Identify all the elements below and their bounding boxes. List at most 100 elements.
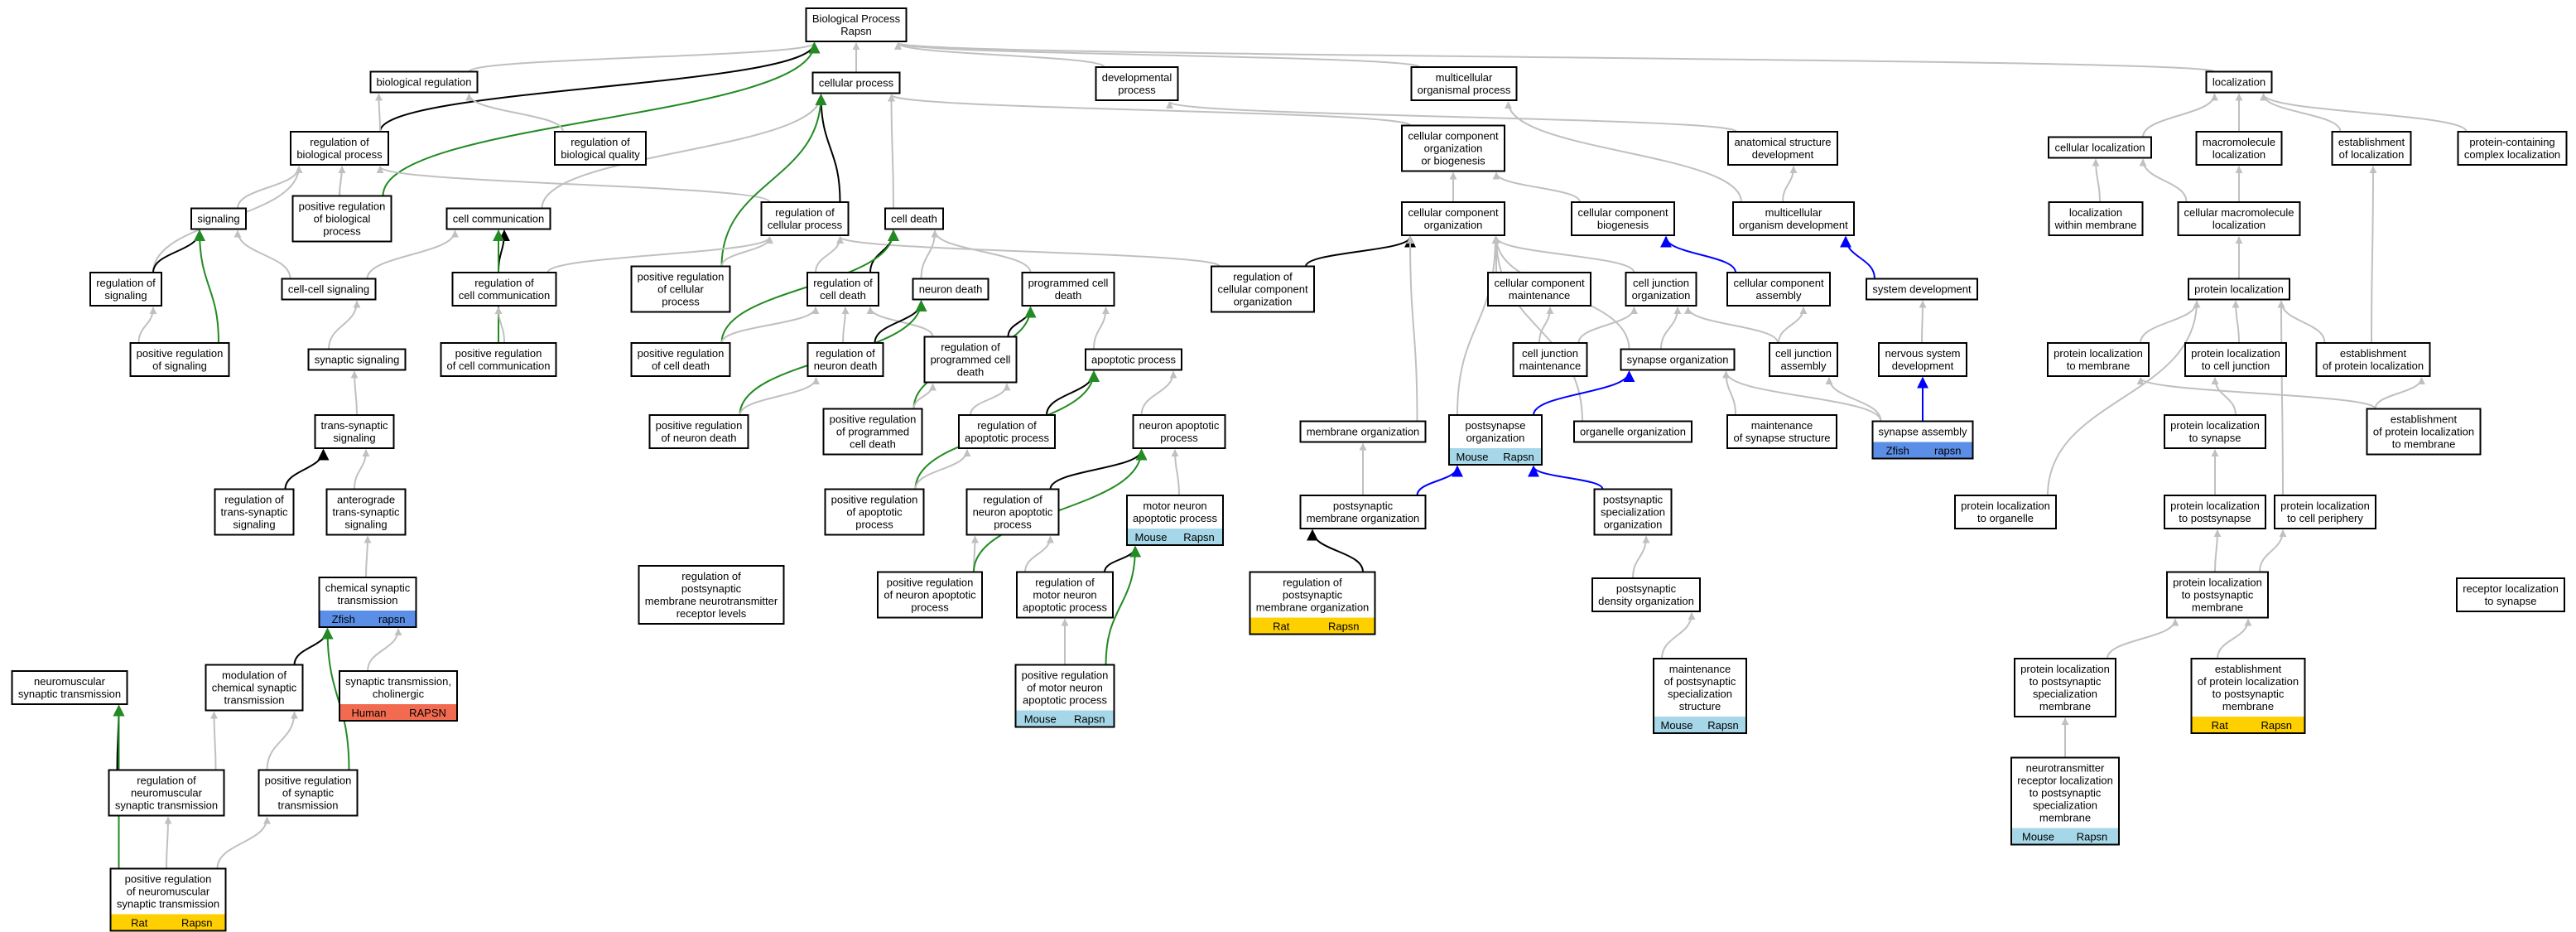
term-label-line: of synaptic (282, 787, 335, 799)
relation-edge (1024, 535, 1054, 572)
term-outline (1014, 664, 1115, 728)
relation-edge (2092, 158, 2101, 203)
term-label-line: macromolecule (2203, 136, 2275, 148)
relation-edge (815, 94, 841, 203)
term-box (630, 265, 731, 313)
term-box (805, 7, 908, 42)
term-label-line: establishment (2215, 663, 2282, 675)
term-box (445, 207, 551, 230)
term-box (638, 565, 785, 625)
term-label-line: regulation of (1035, 577, 1095, 589)
relation-edge (1046, 370, 1100, 416)
relation-edge (137, 307, 157, 344)
term-box (1591, 577, 1701, 612)
edge-grey (1166, 101, 1737, 133)
term-label-line: cell communication (453, 213, 545, 225)
relation-edge (2260, 93, 2468, 133)
term-label-line: apoptotic process (1133, 512, 1217, 524)
edge-grey (375, 93, 383, 133)
term-box (2184, 342, 2287, 377)
relation-edge (164, 816, 172, 869)
gene-tag: Rapsn (2077, 831, 2108, 843)
relation-edge (210, 711, 219, 770)
edge-grey (888, 94, 1411, 127)
edge-grey (836, 236, 1221, 268)
term-label-line: regulation of (474, 277, 534, 289)
relation-edge (920, 229, 939, 279)
term-label-line: protein localization (2170, 419, 2260, 432)
term-label-line: protein localization (2194, 283, 2284, 296)
term-label-line: protein localization (1961, 500, 2050, 512)
relation-edge (366, 229, 459, 279)
gene-tag: Rapsn (1328, 621, 1360, 633)
term-label-line: regulation of (941, 341, 1000, 354)
term-label-line: density organization (1598, 595, 1694, 607)
term-label-line: protein localization (2020, 663, 2110, 675)
relation-edge (468, 42, 818, 73)
species-tag-cell (1065, 710, 1115, 727)
term-box (1085, 348, 1182, 371)
term-label-line: apoptotic process (1023, 601, 1107, 614)
edge-black (498, 229, 510, 273)
term-label-line: positive regulation (887, 577, 974, 589)
relation-edge (836, 236, 1221, 268)
species-tag-cell (1654, 717, 1700, 733)
gene-tag: Rapsn (1183, 531, 1215, 543)
term-label-line: organization (1632, 289, 1691, 302)
term-label-line: signaling (233, 519, 275, 531)
relation-edge (379, 41, 821, 133)
gene-tag: Rapsn (1074, 713, 1105, 726)
term-outline (1653, 658, 1747, 734)
species-tag-cell (168, 914, 226, 931)
term-label-line: postsynaptic (1333, 500, 1394, 512)
term-label-line: specialization (2033, 688, 2097, 700)
term-box (129, 342, 230, 377)
edge-grey (1782, 166, 1798, 203)
relation-edge (1632, 535, 1650, 579)
term-label-line: apoptotic process (1091, 354, 1176, 366)
relation-edge (894, 42, 2216, 73)
term-label-line: system development (1872, 283, 1972, 296)
term-label-line: to membrane (2067, 360, 2131, 372)
term-label-line: regulation of (96, 277, 156, 289)
edge-grey (931, 229, 1032, 273)
term-label-line: synaptic transmission (18, 688, 121, 700)
edge-grey (164, 816, 172, 869)
relation-edge (1660, 307, 1682, 350)
term-label-line: to cell junction (2202, 360, 2270, 372)
term-label-line: death (957, 366, 985, 379)
edge-grey (376, 166, 771, 203)
edge-black (1046, 370, 1100, 416)
term-label-line: maintenance (1509, 289, 1570, 302)
species-tag-cell (2191, 717, 2248, 733)
term-box (1727, 131, 1838, 166)
term-label-line: of neuromuscular (127, 886, 210, 898)
species-tag-cell (368, 611, 416, 627)
relation-edge (1307, 529, 1364, 572)
relation-edge (2277, 300, 2285, 496)
term-box (1769, 342, 1838, 377)
edge-grey (1825, 377, 1882, 422)
edge-grey (1171, 449, 1180, 496)
term-box (2188, 278, 2290, 301)
relation-edge (216, 816, 271, 869)
term-box (89, 272, 162, 307)
term-label-line: organization (1604, 519, 1663, 531)
edge-black (815, 94, 841, 203)
term-outline (1871, 420, 1974, 460)
term-label-line: biological regulation (377, 76, 472, 89)
species-tag-cell (339, 704, 398, 721)
term-label-line: developmental (1102, 71, 1172, 84)
term-label-line: cellular component (1494, 277, 1585, 289)
